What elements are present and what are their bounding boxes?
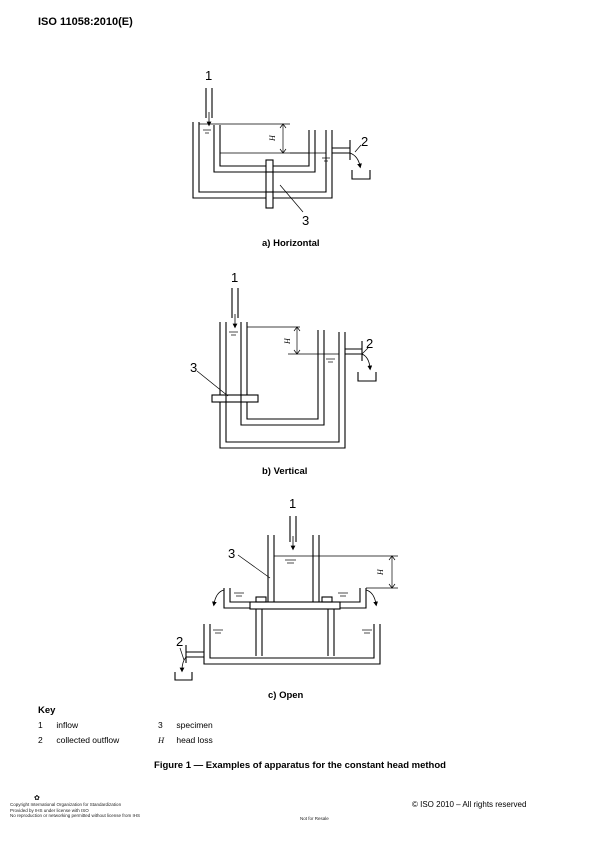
caption-vertical: b) Vertical bbox=[262, 466, 308, 477]
key-item-inflow: 1 inflow bbox=[38, 720, 78, 730]
label-1-a: 1 bbox=[205, 68, 212, 83]
diagram-vertical bbox=[196, 288, 377, 449]
key-item-head-loss: H head loss bbox=[158, 735, 213, 745]
label-2-c: 2 bbox=[176, 634, 183, 649]
collector-a bbox=[351, 170, 371, 180]
inflow-pipe-b bbox=[231, 288, 239, 329]
inner-vessel-b bbox=[240, 322, 325, 426]
specimen-c bbox=[249, 596, 341, 610]
footer-copyright: Copyright International Organization for… bbox=[10, 802, 140, 819]
head-dimension-b bbox=[293, 326, 301, 355]
figure-title: Figure 1 — Examples of apparatus for the… bbox=[154, 760, 446, 771]
bottom-tank-c bbox=[203, 624, 381, 665]
key-text: inflow bbox=[56, 720, 79, 730]
label-2-b: 2 bbox=[366, 336, 373, 351]
collector-c bbox=[174, 672, 193, 681]
key-item-specimen: 3 specimen bbox=[158, 720, 213, 730]
label-1-b: 1 bbox=[231, 270, 238, 285]
document-id: ISO 11058:2010(E) bbox=[38, 16, 133, 28]
label-h-a: H bbox=[268, 134, 277, 142]
inflow-pipe-a bbox=[205, 88, 213, 127]
head-dimension-a bbox=[279, 123, 287, 154]
footer-rights: © ISO 2010 – All rights reserved bbox=[412, 800, 527, 809]
caption-horizontal: a) Horizontal bbox=[262, 238, 320, 249]
label-h-b: H bbox=[283, 337, 292, 345]
key-symbol: H bbox=[158, 735, 165, 745]
key-symbol: 2 bbox=[38, 735, 43, 745]
diagram-horizontal bbox=[192, 88, 371, 213]
caption-open: c) Open bbox=[268, 690, 304, 701]
label-3-a: 3 bbox=[302, 213, 309, 228]
outer-vessel-b bbox=[219, 322, 346, 449]
key-text: collected outflow bbox=[56, 735, 120, 745]
footer-not-for-resale: Not for Resale bbox=[300, 816, 329, 821]
key-title: Key bbox=[38, 705, 56, 716]
label-3-c: 3 bbox=[228, 546, 235, 561]
collector-b bbox=[357, 372, 377, 382]
footer-line: Copyright International Organization for… bbox=[10, 802, 122, 807]
footer-line: No reproduction or networking permitted … bbox=[10, 813, 141, 818]
key-symbol: 1 bbox=[38, 720, 43, 730]
key-text: head loss bbox=[176, 735, 213, 745]
diagram-open bbox=[174, 516, 398, 681]
ihs-logo-icon: ✿ bbox=[34, 795, 40, 802]
label-3-b: 3 bbox=[190, 360, 197, 375]
specimen-b bbox=[211, 394, 259, 403]
outer-vessel-a bbox=[192, 122, 333, 199]
head-dimension-c bbox=[388, 555, 396, 589]
key-text: specimen bbox=[176, 720, 213, 730]
inflow-pipe-c bbox=[289, 516, 297, 551]
key-symbol: 3 bbox=[158, 720, 163, 730]
specimen-a bbox=[265, 159, 274, 209]
footer-line: Provided by IHS under license with ISO bbox=[10, 807, 89, 813]
label-1-c: 1 bbox=[289, 496, 296, 511]
key-item-collected-outflow: 2 collected outflow bbox=[38, 735, 119, 745]
label-h-c: H bbox=[376, 568, 385, 576]
label-2-a: 2 bbox=[361, 134, 368, 149]
inner-tank-a bbox=[213, 125, 316, 173]
